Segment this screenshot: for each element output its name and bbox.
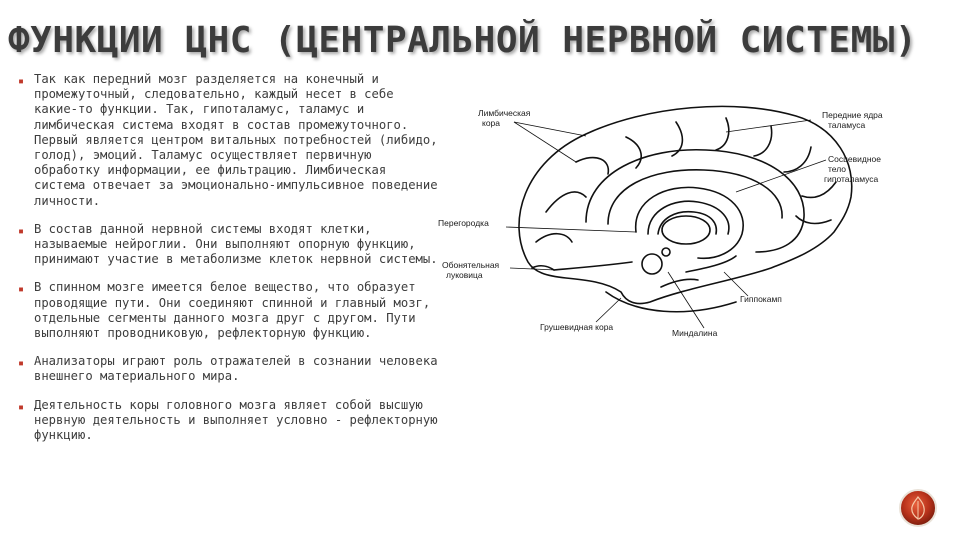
label-amygdala: Миндалина	[672, 328, 718, 338]
bullet-square-icon: ▪	[18, 401, 25, 413]
presentation-logo-icon	[898, 488, 938, 528]
thalamus	[661, 215, 711, 245]
fornix-curve	[635, 186, 744, 260]
limbic-arc-outer	[585, 148, 805, 253]
bullet-square-icon: ▪	[18, 76, 25, 87]
label-mammillary-2: тело	[828, 164, 846, 174]
bullet-item: ▪ Анализаторы играют роль отражателей в …	[18, 354, 438, 384]
olfactory-bulb	[553, 261, 633, 271]
bullet-item: ▪ Так как передний мозг разделяется на к…	[18, 72, 438, 209]
brain-diagram: Лимбическая кора Передние ядра таламуса …	[436, 92, 936, 342]
label-piriform: Грушевидная кора	[540, 322, 613, 332]
brain-outline	[518, 105, 853, 305]
amygdala	[641, 253, 663, 275]
bullet-item: ▪ В спинном мозге имеется белое вещество…	[18, 280, 438, 341]
bullet-square-icon: ▪	[18, 358, 25, 370]
bullet-square-icon: ▪	[18, 284, 25, 296]
slide-title: ФУНКЦИИ ЦНС (ЦЕНТРАЛЬНОЙ НЕРВНОЙ СИСТЕМЫ…	[8, 20, 918, 61]
limbic-arc-inner	[607, 169, 783, 225]
bullet-item: ▪ Деятельность коры головного мозга явля…	[18, 398, 438, 444]
label-olfactory: Обонятельная	[442, 260, 500, 270]
label-anterior-nuclei: Передние ядра	[822, 110, 883, 120]
bullet-square-icon: ▪	[18, 225, 25, 237]
label-mammillary: Сосцевидное	[828, 154, 881, 164]
bullet-text: Так как передний мозг разделяется на кон…	[34, 72, 438, 208]
label-limbic-cortex-2: кора	[482, 118, 500, 128]
bullet-list: ▪ Так как передний мозг разделяется на к…	[18, 72, 438, 456]
label-limbic-cortex: Лимбическая	[478, 108, 531, 118]
label-mammillary-3: гипоталамуса	[824, 174, 879, 184]
label-hippocampus: Гиппокамп	[740, 294, 782, 304]
bullet-text: В состав данной нервной системы входят к…	[34, 221, 438, 267]
bullet-text: В спинном мозге имеется белое вещество, …	[34, 280, 431, 341]
brain-illustration: Лимбическая кора Передние ядра таламуса …	[438, 105, 883, 338]
label-septum: Перегородка	[438, 218, 489, 228]
bullet-text: Анализаторы играют роль отражателей в со…	[34, 354, 438, 384]
label-olfactory-2: луковица	[446, 270, 483, 280]
label-anterior-nuclei-2: таламуса	[828, 120, 866, 130]
bullet-item: ▪ В состав данной нервной системы входят…	[18, 222, 438, 268]
bullet-text: Деятельность коры головного мозга являет…	[34, 397, 438, 443]
